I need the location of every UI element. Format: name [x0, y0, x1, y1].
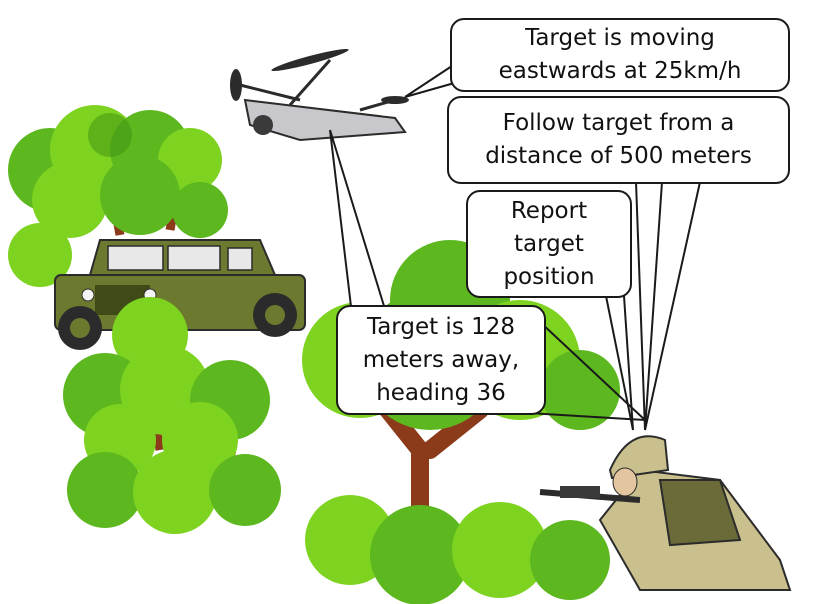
bubble-line: Target is moving	[525, 25, 715, 51]
speech-bubble-target-moving: Target is moving eastwards at 25km/h	[450, 18, 790, 92]
speech-bubble-follow-target: Follow target from a distance of 500 met…	[447, 96, 790, 184]
bubble-line: Report	[510, 197, 588, 224]
left-tree-cluster-back	[8, 105, 228, 287]
bubble-line: Follow target from a	[502, 110, 735, 136]
bubble-line: target	[514, 230, 584, 257]
bubble-line: meters away,	[362, 346, 520, 373]
bubble-line: distance of 500 meters	[485, 143, 752, 169]
bubble-line: Target is 128	[366, 313, 516, 340]
soldier	[539, 435, 792, 591]
drone	[230, 48, 409, 142]
speech-bubble-report-position: Report target position	[466, 190, 632, 298]
speech-bubble-target-distance: Target is 128 meters away, heading 36	[336, 305, 546, 415]
left-tree-cluster-front	[63, 297, 281, 534]
bubble-line: position	[503, 263, 595, 290]
bubble-line: heading 36	[376, 379, 506, 406]
bubble-line: eastwards at 25km/h	[498, 58, 742, 84]
